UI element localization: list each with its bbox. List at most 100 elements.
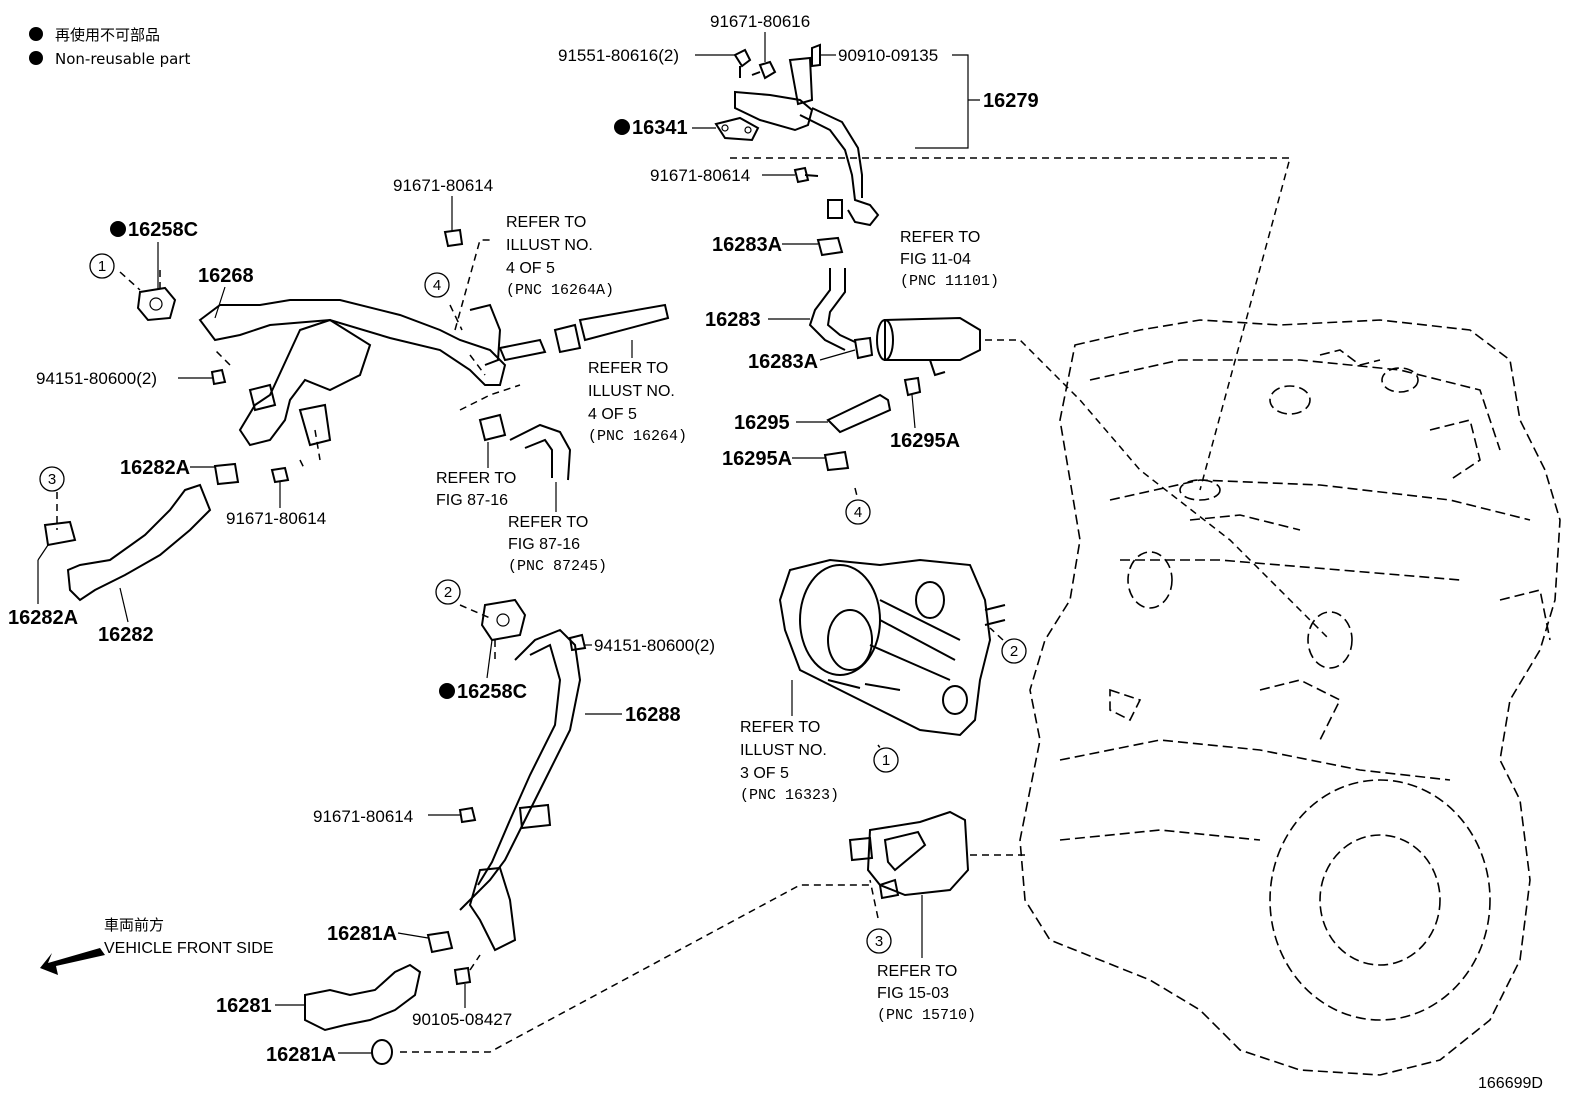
hose-16282 bbox=[43, 368, 290, 602]
non-reusable-dot-icon bbox=[29, 51, 43, 65]
svg-text:(PNC 16264): (PNC 16264) bbox=[588, 428, 687, 445]
water-pump bbox=[778, 558, 1006, 737]
callouts: 1 1 2 2 3 3 4 4 bbox=[39, 253, 1027, 954]
svg-text:FIG 87-16: FIG 87-16 bbox=[508, 536, 580, 553]
part-labels: 91671-80616 91551-80616(2) 90910-09135 1… bbox=[8, 12, 1039, 1066]
callout-3: 3 bbox=[866, 928, 892, 954]
part-number: 91551-80616(2) bbox=[558, 46, 679, 65]
part-number: 16268 bbox=[198, 265, 254, 287]
part-number: 91671-80614 bbox=[650, 166, 750, 185]
svg-text:FIG 15-03: FIG 15-03 bbox=[877, 985, 949, 1002]
pipe-16288 bbox=[458, 598, 587, 952]
callout-4: 4 bbox=[845, 499, 871, 525]
svg-text:(PNC 16264A): (PNC 16264A) bbox=[506, 282, 614, 299]
part-number: 16341 bbox=[632, 117, 688, 139]
direction-jp: 車両前方 bbox=[104, 916, 164, 934]
oil-cooler bbox=[848, 810, 970, 900]
part-number: 94151-80600(2) bbox=[36, 369, 157, 388]
callout-1: 1 bbox=[89, 253, 115, 279]
part-number: 16281 bbox=[216, 995, 272, 1017]
refer-note-16323: REFER TO ILLUST NO. 3 OF 5 (PNC 16323) bbox=[740, 680, 839, 804]
water-outlet-16279 bbox=[734, 56, 880, 227]
callout-4: 4 bbox=[424, 272, 450, 298]
part-number: 94151-80600(2) bbox=[594, 636, 715, 655]
svg-text:(PNC 87245): (PNC 87245) bbox=[508, 558, 607, 575]
svg-text:ILLUST NO.: ILLUST NO. bbox=[740, 742, 827, 759]
svg-text:(PNC 16323): (PNC 16323) bbox=[740, 787, 839, 804]
part-number: 16258C bbox=[128, 219, 198, 241]
part-number: 91671-80616 bbox=[710, 12, 810, 31]
gasket-16258C-top bbox=[136, 286, 177, 322]
part-number: 91671-80614 bbox=[226, 509, 326, 528]
svg-text:3: 3 bbox=[48, 471, 56, 488]
svg-text:3: 3 bbox=[875, 933, 883, 950]
gasket-16341 bbox=[714, 116, 760, 142]
legend-jp: 再使用不可部品 bbox=[55, 26, 160, 44]
svg-text:REFER TO: REFER TO bbox=[877, 963, 957, 980]
bolts-top bbox=[733, 43, 821, 184]
legend: 再使用不可部品 Non-reusable part bbox=[29, 26, 190, 68]
thermostat-housing bbox=[876, 316, 981, 377]
part-number: 90105-08427 bbox=[412, 1010, 512, 1029]
svg-text:FIG 87-16: FIG 87-16 bbox=[436, 492, 508, 509]
callout-1: 1 bbox=[873, 747, 899, 773]
svg-text:4 OF 5: 4 OF 5 bbox=[588, 406, 637, 423]
svg-text:FIG 11-04: FIG 11-04 bbox=[900, 251, 971, 268]
svg-text:(PNC 11101): (PNC 11101) bbox=[900, 273, 999, 290]
part-number: 16282A bbox=[120, 457, 190, 479]
svg-text:4: 4 bbox=[854, 504, 862, 521]
non-reusable-dot-icon bbox=[439, 683, 455, 699]
refer-note-11101: REFER TO FIG 11-04 (PNC 11101) bbox=[900, 229, 999, 290]
refer-note-16264A: REFER TO ILLUST NO. 4 OF 5 (PNC 16264A) bbox=[506, 214, 614, 299]
non-reusable-dot-icon bbox=[614, 119, 630, 135]
legend-en: Non-reusable part bbox=[55, 50, 190, 68]
svg-text:1: 1 bbox=[882, 752, 890, 769]
callout-3: 3 bbox=[39, 466, 65, 492]
part-number: 16258C bbox=[457, 681, 527, 703]
part-number: 16282 bbox=[98, 624, 154, 646]
part-number: 16288 bbox=[625, 704, 681, 726]
connection-lines bbox=[56, 157, 1331, 1053]
part-number: 16295A bbox=[890, 430, 960, 452]
part-number: 91671-80614 bbox=[313, 807, 413, 826]
part-number: 90910-09135 bbox=[838, 46, 938, 65]
part-number: 16281A bbox=[327, 923, 397, 945]
vehicle-front-indicator: 車両前方 VEHICLE FRONT SIDE bbox=[40, 916, 274, 975]
part-number: 16282A bbox=[8, 607, 78, 629]
refer-note-87245: REFER TO FIG 87-16 (PNC 87245) bbox=[508, 482, 607, 575]
callout-2: 2 bbox=[1001, 638, 1027, 664]
hose-16281 bbox=[304, 930, 472, 1065]
refer-notes: REFER TO ILLUST NO. 4 OF 5 (PNC 16264A) … bbox=[436, 214, 999, 1024]
hose-16295 bbox=[823, 376, 922, 472]
svg-text:REFER TO: REFER TO bbox=[436, 470, 516, 487]
callout-2: 2 bbox=[435, 579, 461, 605]
svg-text:3 OF 5: 3 OF 5 bbox=[740, 765, 789, 782]
part-number: 16295 bbox=[734, 412, 790, 434]
svg-text:1: 1 bbox=[98, 258, 106, 275]
engine-block bbox=[1019, 319, 1561, 1076]
svg-text:REFER TO: REFER TO bbox=[506, 214, 586, 231]
refer-note-15710: REFER TO FIG 15-03 (PNC 15710) bbox=[877, 895, 976, 1024]
part-number: 16283 bbox=[705, 309, 761, 331]
part-number: 16281A bbox=[266, 1044, 336, 1066]
refer-note-16264: REFER TO ILLUST NO. 4 OF 5 (PNC 16264) bbox=[588, 340, 687, 445]
svg-text:(PNC 15710): (PNC 15710) bbox=[877, 1007, 976, 1024]
pipe-16268 bbox=[198, 299, 547, 447]
svg-text:REFER TO: REFER TO bbox=[508, 514, 588, 531]
non-reusable-dot-icon bbox=[29, 27, 43, 41]
arrow-left-icon bbox=[40, 948, 105, 975]
hose-16283 bbox=[808, 236, 874, 360]
part-number: 16279 bbox=[983, 90, 1039, 112]
part-number: 91671-80614 bbox=[393, 176, 493, 195]
svg-text:4 OF 5: 4 OF 5 bbox=[506, 260, 555, 277]
hose-right-of-16268 bbox=[443, 228, 670, 481]
diagram-id: 166699D bbox=[1478, 1075, 1543, 1092]
part-number: 16283A bbox=[748, 351, 818, 373]
svg-text:REFER TO: REFER TO bbox=[740, 719, 820, 736]
svg-text:ILLUST NO.: ILLUST NO. bbox=[588, 383, 675, 400]
direction-en: VEHICLE FRONT SIDE bbox=[104, 940, 274, 957]
non-reusable-dot-icon bbox=[110, 221, 126, 237]
svg-text:REFER TO: REFER TO bbox=[588, 360, 668, 377]
